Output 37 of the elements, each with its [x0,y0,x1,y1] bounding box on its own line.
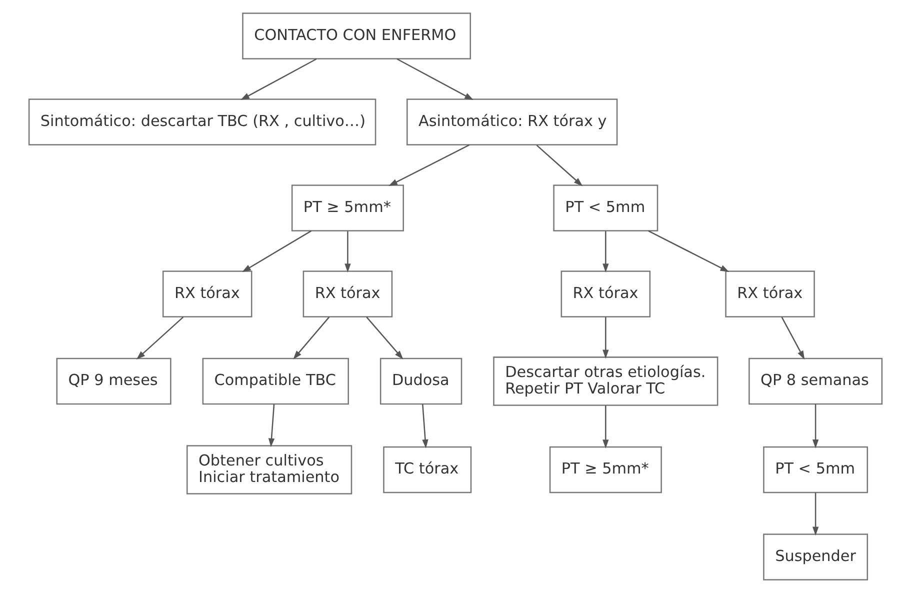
node-box: RX tórax [560,270,651,318]
node-box: PT < 5mm [763,446,868,494]
node-box: QP 8 semanas [748,358,883,405]
arrow [812,492,819,536]
arrow [812,404,819,448]
node-box: PT < 5mm [553,184,658,232]
arrow [366,316,404,360]
node-box: RX tórax [302,270,393,318]
node-box: CONTACTO CON ENFERMO [242,12,471,60]
arrow [388,144,470,186]
node-box: PT ≥ 5mm* [291,184,404,232]
arrow [240,58,317,100]
node-box: Descartar otras etiologías. Repetir PT Valorar TC [493,356,718,406]
arrow [602,231,609,273]
node-box: QP 9 meses [56,358,172,405]
arrow [293,316,330,360]
node-box: Suspender [763,534,868,580]
node-box: Compatible TBC [202,358,349,405]
node-box: Sintomático: descartar TBC (RX , cultivo…) [28,98,376,146]
arrow [268,404,275,448]
arrow [648,230,730,272]
node-box: Asintomático: RX tórax y [406,98,618,146]
arrow [602,406,609,448]
arrow [602,317,609,359]
arrow [242,230,312,272]
node-box: RX tórax [162,270,252,318]
arrow [136,316,184,360]
node-box: RX tórax [725,270,815,318]
node-box: PT ≥ 5mm* [549,446,662,494]
arrow [536,144,583,186]
arrow [781,316,805,360]
node-box: Dudosa [380,358,462,405]
arrow [396,58,474,100]
node-box: Obtener cultivos Iniciar tratamiento [186,445,352,494]
arrow [422,404,428,448]
node-box: TC tórax [383,446,472,494]
arrow [344,231,351,273]
